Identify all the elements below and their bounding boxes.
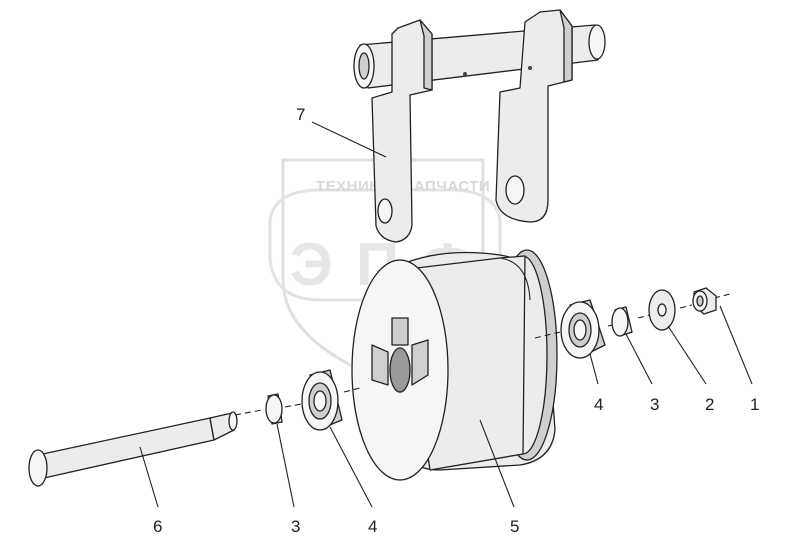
bracket-plate-left xyxy=(371,19,433,243)
assembly-axis xyxy=(234,293,731,416)
bracket-plate-right xyxy=(495,9,573,223)
leader-2 xyxy=(667,325,707,385)
axle-part-6 xyxy=(28,411,238,487)
callout-1: 1 xyxy=(750,395,759,414)
tube-end-right xyxy=(588,24,606,60)
drum-bore xyxy=(389,347,411,393)
spacer-left-face xyxy=(265,394,283,424)
callout-labels: 1 2 3 4 7 6 3 4 5 xyxy=(153,105,759,536)
callout-4-right: 4 xyxy=(594,395,603,414)
axis-dash-3 xyxy=(343,387,361,393)
tube-bore-left xyxy=(358,52,370,80)
plate-left-hole xyxy=(377,198,393,224)
watermark-right-text: ЗАПЧАСТИ xyxy=(404,178,490,195)
callout-3-right: 3 xyxy=(650,395,659,414)
leader-5 xyxy=(479,419,515,508)
axis-dash-8 xyxy=(713,293,731,299)
axis-dash-7 xyxy=(679,304,693,309)
tube-hole-1 xyxy=(463,72,467,76)
callout-6: 6 xyxy=(153,517,162,536)
watermark-letter-1: Э xyxy=(290,231,333,298)
tube-hole-2 xyxy=(528,66,532,70)
drum-part-5 xyxy=(351,249,558,481)
bearing-right-bore xyxy=(573,319,587,341)
axis-dash-4 xyxy=(534,331,561,339)
watermark-top-text: ТЕХНИКА xyxy=(316,178,390,195)
bearing-right-part-4 xyxy=(560,299,606,359)
drum-rib-1 xyxy=(371,344,389,386)
leader-lines xyxy=(139,121,753,508)
leader-7 xyxy=(311,121,387,158)
spacer-right-part-3 xyxy=(611,306,633,337)
axis-dash-2 xyxy=(284,403,303,408)
drum-rib-3 xyxy=(391,317,409,346)
drum-rib-2 xyxy=(411,339,429,386)
axle-shaft xyxy=(37,417,215,479)
nut-part-1 xyxy=(692,287,717,315)
leader-4a xyxy=(589,353,599,385)
drum-rim-line xyxy=(499,257,531,301)
leader-4b xyxy=(329,426,373,508)
bearing-left-bore xyxy=(313,390,327,412)
leader-3b xyxy=(276,423,295,508)
callout-4-left: 4 xyxy=(368,517,377,536)
washer-hole xyxy=(657,303,667,317)
plate-right-hole xyxy=(505,175,525,205)
plate-right-edge xyxy=(559,9,573,83)
leader-3a xyxy=(625,333,653,385)
spacer-right-face xyxy=(611,307,629,337)
leader-1 xyxy=(719,305,753,385)
callout-7: 7 xyxy=(296,105,305,124)
axle-head xyxy=(28,449,48,487)
bearing-left-part-4 xyxy=(301,369,343,431)
axis-dash-6 xyxy=(637,314,651,319)
plate-left-edge xyxy=(419,19,433,91)
washer-part-2 xyxy=(648,289,676,331)
callout-3-left: 3 xyxy=(291,517,300,536)
callout-2: 2 xyxy=(705,395,714,414)
leader-6 xyxy=(139,446,159,508)
axle-tip xyxy=(228,411,238,431)
axis-dash-1 xyxy=(234,409,263,416)
nut-hole xyxy=(696,295,704,307)
spacer-left-part-3 xyxy=(265,393,283,425)
callout-5: 5 xyxy=(510,517,519,536)
bracket-part-7 xyxy=(353,9,606,243)
